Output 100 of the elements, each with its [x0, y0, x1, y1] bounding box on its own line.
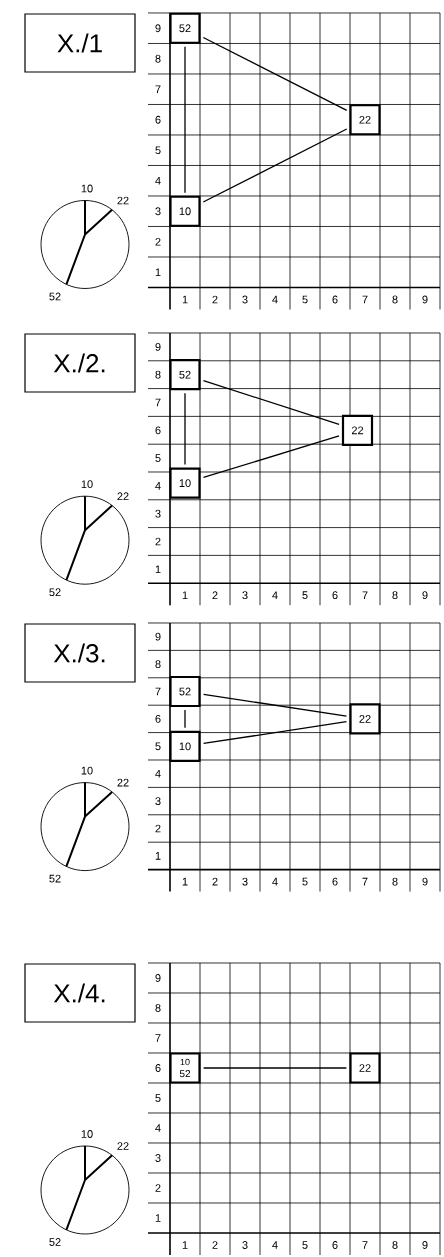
- value-box: 10: [169, 730, 201, 762]
- axis-number: 4: [155, 1124, 161, 1132]
- axis-number: 6: [332, 295, 338, 304]
- axis-number: 5: [302, 877, 308, 886]
- axis-number: 1: [182, 877, 188, 886]
- dial-label: 52: [49, 292, 61, 301]
- title-box: X./4.: [24, 963, 136, 1023]
- axis-number: 9: [155, 974, 161, 982]
- axis-number: 6: [155, 715, 161, 723]
- dial-label: 22: [117, 778, 129, 787]
- axis-number: 2: [155, 237, 161, 246]
- title-box: X./1: [24, 13, 136, 73]
- dial-label: 10: [81, 766, 93, 775]
- connector-line: [202, 721, 348, 745]
- axis-number: 5: [302, 591, 308, 600]
- connector-line: [184, 392, 186, 466]
- axis-number: 9: [422, 877, 428, 886]
- title-box: X./2.: [24, 333, 136, 393]
- axis-number: 9: [422, 1241, 428, 1249]
- axis-number: 3: [242, 877, 248, 886]
- value-box: 22: [349, 104, 381, 136]
- axis-number: 6: [155, 426, 161, 435]
- value-box: 22: [349, 1052, 381, 1084]
- value-box: 10: [169, 467, 201, 499]
- axis-number: 7: [362, 877, 368, 886]
- axis-number: 2: [212, 591, 218, 600]
- axis-number: 5: [155, 1094, 161, 1102]
- axis-number: 1: [182, 295, 188, 304]
- axis-number: 2: [155, 1184, 161, 1192]
- axis-number: 7: [362, 591, 368, 599]
- axis-number: 8: [155, 370, 161, 379]
- axis-number: 5: [155, 454, 161, 462]
- axis-number: 1: [155, 268, 161, 276]
- value-box: 52: [169, 675, 201, 708]
- axis-number: 8: [155, 1004, 161, 1012]
- axis-number: 9: [422, 295, 428, 304]
- axis-number: 4: [272, 877, 278, 886]
- dial-label: 10: [81, 480, 93, 489]
- axis-number: 1: [155, 1214, 161, 1222]
- dial-label: 10: [81, 184, 93, 193]
- axis-number: 8: [392, 877, 398, 886]
- axis-number: 8: [392, 591, 398, 600]
- axis-number: 7: [362, 295, 368, 304]
- dial-label: 22: [117, 196, 129, 205]
- axis-number: 4: [155, 176, 161, 185]
- axis-number: 3: [242, 1241, 248, 1249]
- axis-number: 3: [242, 295, 248, 304]
- axis-number: 3: [155, 797, 161, 805]
- value-box: 22: [349, 703, 381, 735]
- title-box: X./3.: [24, 623, 136, 683]
- value-box: 22: [341, 414, 374, 446]
- axis-number: 4: [155, 769, 161, 778]
- axis-number: 2: [155, 537, 161, 546]
- dial-label: 10: [81, 1130, 93, 1138]
- axis-number: 2: [212, 295, 218, 304]
- axis-number: 7: [155, 687, 161, 696]
- axis-number: 1: [182, 1241, 188, 1249]
- axis-number: 3: [155, 509, 161, 518]
- axis-number: 4: [272, 591, 278, 599]
- dial-label: 52: [49, 588, 61, 597]
- dial-label: 22: [117, 1142, 129, 1150]
- axis-number: 7: [155, 85, 161, 93]
- axis-number: 2: [212, 877, 218, 886]
- axis-number: 5: [155, 146, 161, 155]
- axis-number: 6: [155, 115, 161, 124]
- value-box: 10: [169, 195, 201, 227]
- axis-number: 4: [272, 295, 278, 304]
- axis-number: 6: [332, 591, 338, 600]
- connector-line: [202, 1067, 348, 1069]
- axis-number: 7: [155, 398, 161, 407]
- axis-number: 8: [155, 660, 161, 668]
- axis-number: 4: [272, 1241, 278, 1249]
- axis-number: 2: [155, 824, 161, 833]
- axis-number: 9: [155, 632, 161, 641]
- axis-number: 7: [155, 1034, 161, 1042]
- axis-number: 6: [332, 1241, 338, 1249]
- axis-number: 1: [155, 852, 161, 860]
- axis-number: 7: [362, 1241, 368, 1249]
- dial-label: 22: [117, 492, 129, 501]
- axis-number: 2: [212, 1241, 218, 1249]
- value-box: 52: [169, 359, 201, 391]
- axis-number: 8: [155, 54, 161, 63]
- connector-line: [184, 46, 186, 194]
- dial-label: 52: [49, 1238, 61, 1246]
- connector-line: [202, 128, 348, 203]
- axis-number: 5: [302, 1241, 308, 1249]
- value-box: 52: [169, 12, 201, 44]
- connector-line: [202, 435, 340, 479]
- axis-number: 9: [422, 591, 428, 600]
- axis-number: 9: [155, 24, 161, 33]
- axis-number: 8: [392, 1241, 398, 1249]
- connector-line: [184, 709, 186, 729]
- axis-number: 1: [155, 565, 161, 574]
- connector-line: [202, 693, 348, 717]
- axis-number: 1: [182, 591, 188, 599]
- value-box: 10 52: [169, 1052, 201, 1084]
- axis-number: 9: [155, 343, 161, 351]
- dial-label: 52: [49, 874, 61, 883]
- connector-line: [202, 36, 348, 112]
- axis-number: 3: [242, 591, 248, 600]
